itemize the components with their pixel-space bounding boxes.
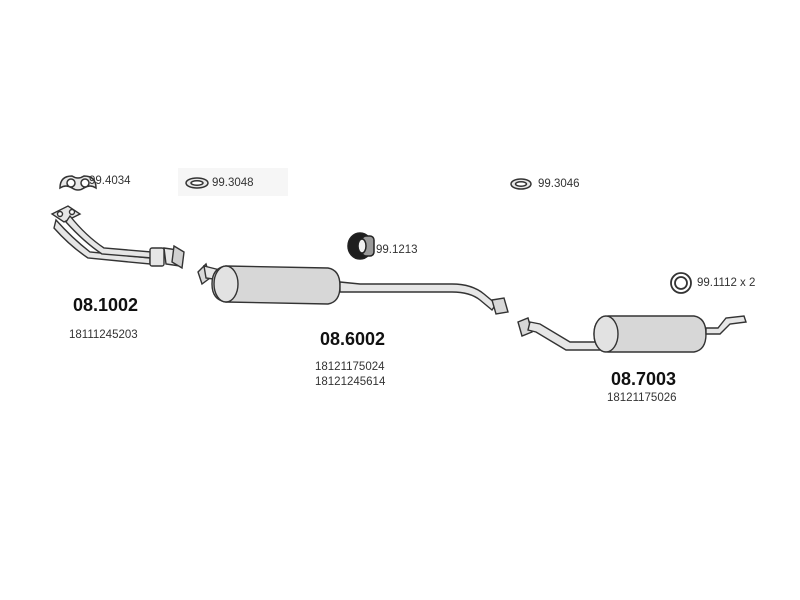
front-pipe-oe-number: 18111245203: [69, 329, 138, 341]
gasket-icon: [59, 175, 97, 191]
center-silencer-oe-number: 18121175024: [315, 361, 385, 373]
clamp-icon: [347, 232, 375, 260]
rear-silencer-part-number: 08.7003: [611, 369, 677, 389]
ring-icon: [510, 178, 532, 190]
ring-code: 99.3048: [212, 177, 254, 189]
center-silencer-oe-number: 18121245614: [315, 376, 386, 388]
ring-icon: [185, 177, 209, 189]
center-silencer-part-number: 08.6002: [320, 329, 386, 349]
gasket-code: 99.4034: [89, 175, 131, 187]
ring-code: 99.3046: [538, 178, 580, 190]
rear-silencer-oe-number: 18121175026: [607, 392, 677, 404]
center-silencer-drawing: [197, 262, 509, 315]
rubber-ring-code: 99.1112 x 2: [697, 277, 756, 289]
rear-silencer-drawing: [517, 315, 747, 353]
front-pipe-part-number: 08.1002: [73, 295, 139, 315]
clamp-code: 99.1213: [376, 244, 418, 256]
front-pipe-drawing: [50, 205, 185, 270]
rubber-ring-icon: [670, 272, 692, 294]
